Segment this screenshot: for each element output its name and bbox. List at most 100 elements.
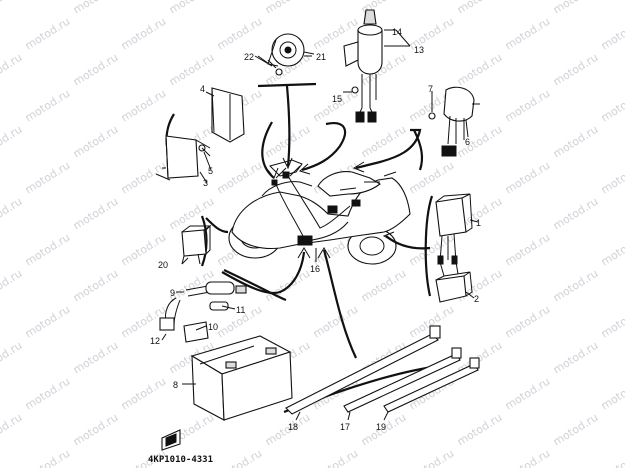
- callout-2: 2: [474, 294, 479, 304]
- callout-22: 22: [244, 52, 254, 62]
- watermark-text: motod.ru: [551, 339, 601, 377]
- callout-17: 17: [340, 422, 350, 432]
- watermark-text: motod.ru: [0, 411, 24, 449]
- watermark-text: motod.ru: [0, 267, 24, 305]
- watermark-text: motod.ru: [551, 195, 601, 233]
- watermark-text: motod.ru: [599, 375, 625, 413]
- bracket-unit: [155, 87, 245, 181]
- relay-assembly: [428, 86, 480, 157]
- watermark-text: motod.ru: [599, 447, 625, 468]
- page-symbol-icon: [161, 429, 181, 451]
- fuse-leads: [159, 281, 247, 343]
- watermark-text: motod.ru: [71, 123, 121, 161]
- callout-15: 15: [332, 94, 342, 104]
- callout-labels: 1 2 3 4 5 6 7 8 9 10 11 12 13 14 15 16 1…: [150, 27, 481, 432]
- watermark-text: motod.ru: [23, 231, 73, 269]
- watermark-text: motod.ru: [119, 159, 169, 197]
- watermark-text: motod.ru: [215, 447, 265, 468]
- watermark-text: motod.ru: [455, 123, 505, 161]
- watermark-text: motod.ru: [503, 231, 553, 269]
- watermark-text: motod.ru: [311, 447, 361, 468]
- watermark-text: motod.ru: [71, 411, 121, 449]
- diagram-code: 4KP1010-4331: [148, 455, 213, 465]
- scooter-body: [228, 159, 411, 265]
- watermark-text: motod.ru: [23, 159, 73, 197]
- watermark-text: motod.ru: [407, 447, 457, 468]
- watermark-text: motod.ru: [23, 15, 73, 53]
- watermark-text: motod.ru: [23, 87, 73, 125]
- watermark-text: motod.ru: [407, 231, 457, 269]
- leader-lines: [165, 82, 441, 414]
- watermark-text: motod.ru: [455, 0, 505, 17]
- callout-14: 14: [392, 27, 402, 37]
- callout-5: 5: [208, 166, 213, 176]
- watermark-text: motod.ru: [551, 0, 601, 17]
- watermark-text: motod.ru: [551, 267, 601, 305]
- watermark-text: motod.ru: [23, 375, 73, 413]
- watermark-text: motod.ru: [359, 267, 409, 305]
- watermark-text: motod.ru: [599, 303, 625, 341]
- watermark-text: motod.ru: [119, 87, 169, 125]
- watermark-text: motod.ru: [503, 303, 553, 341]
- watermark-text: motod.ru: [455, 51, 505, 89]
- watermark-text: motod.ru: [23, 303, 73, 341]
- watermark-text: motod.ru: [503, 159, 553, 197]
- callout-18: 18: [288, 422, 298, 432]
- watermark-text: motod.ru: [119, 375, 169, 413]
- callout-8: 8: [173, 380, 178, 390]
- watermark-text: motod.ru: [215, 159, 265, 197]
- callout-9: 9: [170, 288, 175, 298]
- watermark-text: motod.ru: [215, 15, 265, 53]
- watermark-text: motod.ru: [503, 15, 553, 53]
- watermark-text: motod.ru: [119, 15, 169, 53]
- watermark-text: motod.ru: [23, 447, 73, 468]
- watermark-text: motod.ru: [167, 51, 217, 89]
- callout-10: 10: [208, 322, 218, 332]
- watermark-text: motod.ru: [455, 411, 505, 449]
- callout-1: 1: [476, 218, 481, 228]
- watermark-text: motod.ru: [263, 267, 313, 305]
- watermark-text: motod.ru: [71, 195, 121, 233]
- callout-3: 3: [203, 178, 208, 188]
- watermark-text: motod.ru: [599, 87, 625, 125]
- watermark-text: motod.ru: [551, 411, 601, 449]
- watermark-text: motod.ru: [503, 87, 553, 125]
- watermark-text: motod.ru: [0, 195, 24, 233]
- watermark-text: motod.ru: [71, 0, 121, 17]
- callout-20: 20: [158, 260, 168, 270]
- watermark-text: motod.ru: [263, 0, 313, 17]
- main-switch: [343, 9, 411, 123]
- watermark-text: motod.ru: [311, 303, 361, 341]
- watermark-text: motod.ru: [503, 375, 553, 413]
- watermark-text: motod.ru: [167, 0, 217, 17]
- watermark-text: motod.ru: [551, 51, 601, 89]
- callout-ticks: [161, 51, 479, 421]
- callout-12: 12: [150, 336, 160, 346]
- relay-box-left: [181, 224, 212, 265]
- watermark-text: motod.ru: [407, 159, 457, 197]
- watermark-text: motod.ru: [599, 231, 625, 269]
- callout-4: 4: [200, 84, 205, 94]
- watermark-text: motod.ru: [0, 51, 24, 89]
- watermark-text: motod.ru: [71, 51, 121, 89]
- watermark-text: motod.ru: [599, 15, 625, 53]
- watermark-text: motod.ru: [71, 339, 121, 377]
- callout-16: 16: [310, 264, 320, 274]
- watermark-text: motod.ru: [263, 123, 313, 161]
- cable-ties: [285, 325, 480, 415]
- watermark-text: motod.ru: [0, 123, 24, 161]
- battery: [190, 335, 293, 421]
- watermark-text: motod.ru: [0, 0, 24, 17]
- controller-boxes: [435, 193, 473, 303]
- callout-7: 7: [428, 84, 433, 94]
- callout-11: 11: [236, 305, 245, 315]
- watermark-text: motod.ru: [599, 159, 625, 197]
- watermark-text: motod.ru: [551, 123, 601, 161]
- callout-6: 6: [465, 137, 470, 147]
- watermark-text: motod.ru: [503, 447, 553, 468]
- watermark-text: motod.ru: [71, 267, 121, 305]
- callout-19: 19: [376, 422, 386, 432]
- callout-21: 21: [316, 52, 326, 62]
- watermark-text: motod.ru: [0, 339, 24, 377]
